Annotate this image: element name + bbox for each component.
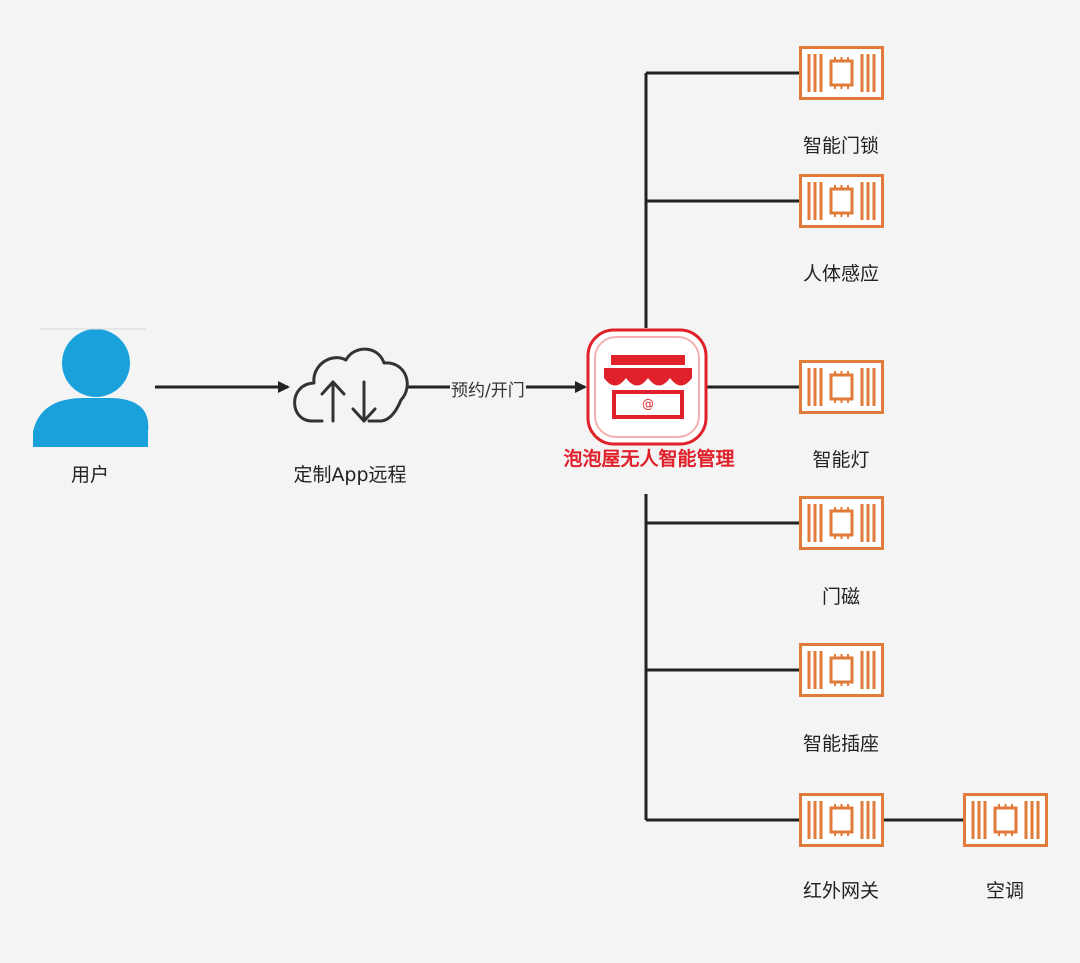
- device-chip-ir-gateway: [799, 793, 884, 847]
- edge-label-reserve-open: 预约/开门: [450, 376, 526, 401]
- device-chip-door-sensor: [799, 496, 884, 550]
- device-label-socket: 智能插座: [802, 733, 880, 755]
- device-label-lock: 智能门锁: [802, 135, 880, 157]
- user-icon: [33, 328, 149, 447]
- device-chip-lock: [799, 46, 884, 100]
- cloud-sync-icon: [293, 347, 409, 423]
- device-label-door-sensor: 门磁: [821, 586, 861, 608]
- hub-label: 泡泡屋无人智能管理: [563, 448, 735, 470]
- device-chip-motion: [799, 174, 884, 228]
- device-chip-socket: [799, 643, 884, 697]
- device-chip-aircon: [963, 793, 1048, 847]
- user-label: 用户: [70, 464, 110, 486]
- device-label-motion: 人体感应: [802, 263, 880, 285]
- device-label-ir-gateway: 红外网关: [802, 880, 880, 902]
- device-chip-light: [799, 360, 884, 414]
- device-label-aircon: 空调: [985, 880, 1025, 902]
- store-icon: @: [586, 328, 708, 446]
- device-label-light: 智能灯: [812, 449, 870, 471]
- svg-text:@: @: [642, 397, 654, 411]
- cloud-label: 定制App远程: [293, 464, 407, 486]
- connector-lines: [155, 71, 964, 822]
